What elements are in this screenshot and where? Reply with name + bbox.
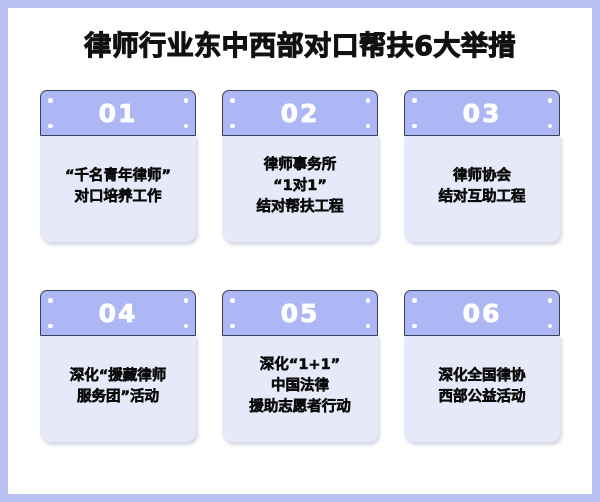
card-body-05: 深化“1+1” 中国法律 援助志愿者行动 [222,335,378,442]
measures-grid: 01 “千名青年律师” 对口培养工作 02 律师事务所 “1对1” 结对帮扶工程 [40,90,560,442]
punch-hole-icon [48,123,53,128]
punch-hole-icon [547,298,552,303]
punch-hole-icon [547,323,552,328]
card-body-06: 深化全国律协 西部公益活动 [404,335,560,442]
punch-hole-icon [412,323,417,328]
card-text-line: “千名青年律师” [64,167,172,184]
measure-card-01[interactable]: 01 “千名青年律师” 对口培养工作 [40,90,196,242]
punch-hole-icon [230,298,235,303]
card-text-line: 西部公益活动 [438,388,526,405]
punch-hole-icon [547,98,552,103]
page-title: 律师行业东中西部对口帮扶6大举措 [84,30,516,62]
measure-card-04[interactable]: 04 深化“援藏律师 服务团”活动 [40,290,196,442]
punch-hole-icon [365,98,370,103]
card-text-line: 深化全国律协 [438,367,526,384]
punch-hole-icon [48,298,53,303]
card-number: 05 [280,298,320,328]
punch-hole-icon [412,298,417,303]
punch-hole-icon [365,323,370,328]
card-body-01: “千名青年律师” 对口培养工作 [40,135,196,242]
card-header-05: 05 [222,290,378,336]
punch-hole-icon [183,98,188,103]
punch-hole-icon [230,323,235,328]
card-number: 02 [280,98,320,128]
measure-card-05[interactable]: 05 深化“1+1” 中国法律 援助志愿者行动 [222,290,378,442]
card-text-line: 援助志愿者行动 [249,399,351,416]
punch-hole-icon [365,298,370,303]
card-number: 03 [462,98,502,128]
card-header-02: 02 [222,90,378,136]
card-text-line: 深化“1+1” [259,357,341,374]
card-header-06: 06 [404,290,560,336]
card-number: 01 [98,98,138,128]
card-text-line: 结对互助工程 [438,188,526,205]
measure-card-03[interactable]: 03 律师协会 结对互助工程 [404,90,560,242]
card-number: 06 [462,298,502,328]
card-header-01: 01 [40,90,196,136]
card-text-line: 深化“援藏律师 [69,367,167,384]
punch-hole-icon [183,123,188,128]
card-text-line: 律师事务所 [263,157,337,174]
card-body-04: 深化“援藏律师 服务团”活动 [40,335,196,442]
punch-hole-icon [412,123,417,128]
punch-hole-icon [412,98,417,103]
card-text-line: 结对帮扶工程 [256,199,344,216]
poster-canvas: 律师行业东中西部对口帮扶6大举措 01 “千名青年律师” 对口培养工作 [8,8,592,494]
card-number: 04 [98,298,138,328]
punch-hole-icon [230,98,235,103]
card-text-line: 中国法律 [271,378,330,395]
card-text-line: 对口培养工作 [74,188,162,205]
punch-hole-icon [48,98,53,103]
card-body-02: 律师事务所 “1对1” 结对帮扶工程 [222,135,378,242]
punch-hole-icon [230,123,235,128]
card-text-line: 服务团”活动 [76,388,160,405]
card-header-04: 04 [40,290,196,336]
card-header-03: 03 [404,90,560,136]
punch-hole-icon [183,298,188,303]
punch-hole-icon [183,323,188,328]
punch-hole-icon [365,123,370,128]
card-text-line: “1对1” [273,178,327,195]
measure-card-06[interactable]: 06 深化全国律协 西部公益活动 [404,290,560,442]
card-body-03: 律师协会 结对互助工程 [404,135,560,242]
punch-hole-icon [48,323,53,328]
card-text-line: 律师协会 [453,167,512,184]
measure-card-02[interactable]: 02 律师事务所 “1对1” 结对帮扶工程 [222,90,378,242]
punch-hole-icon [547,123,552,128]
